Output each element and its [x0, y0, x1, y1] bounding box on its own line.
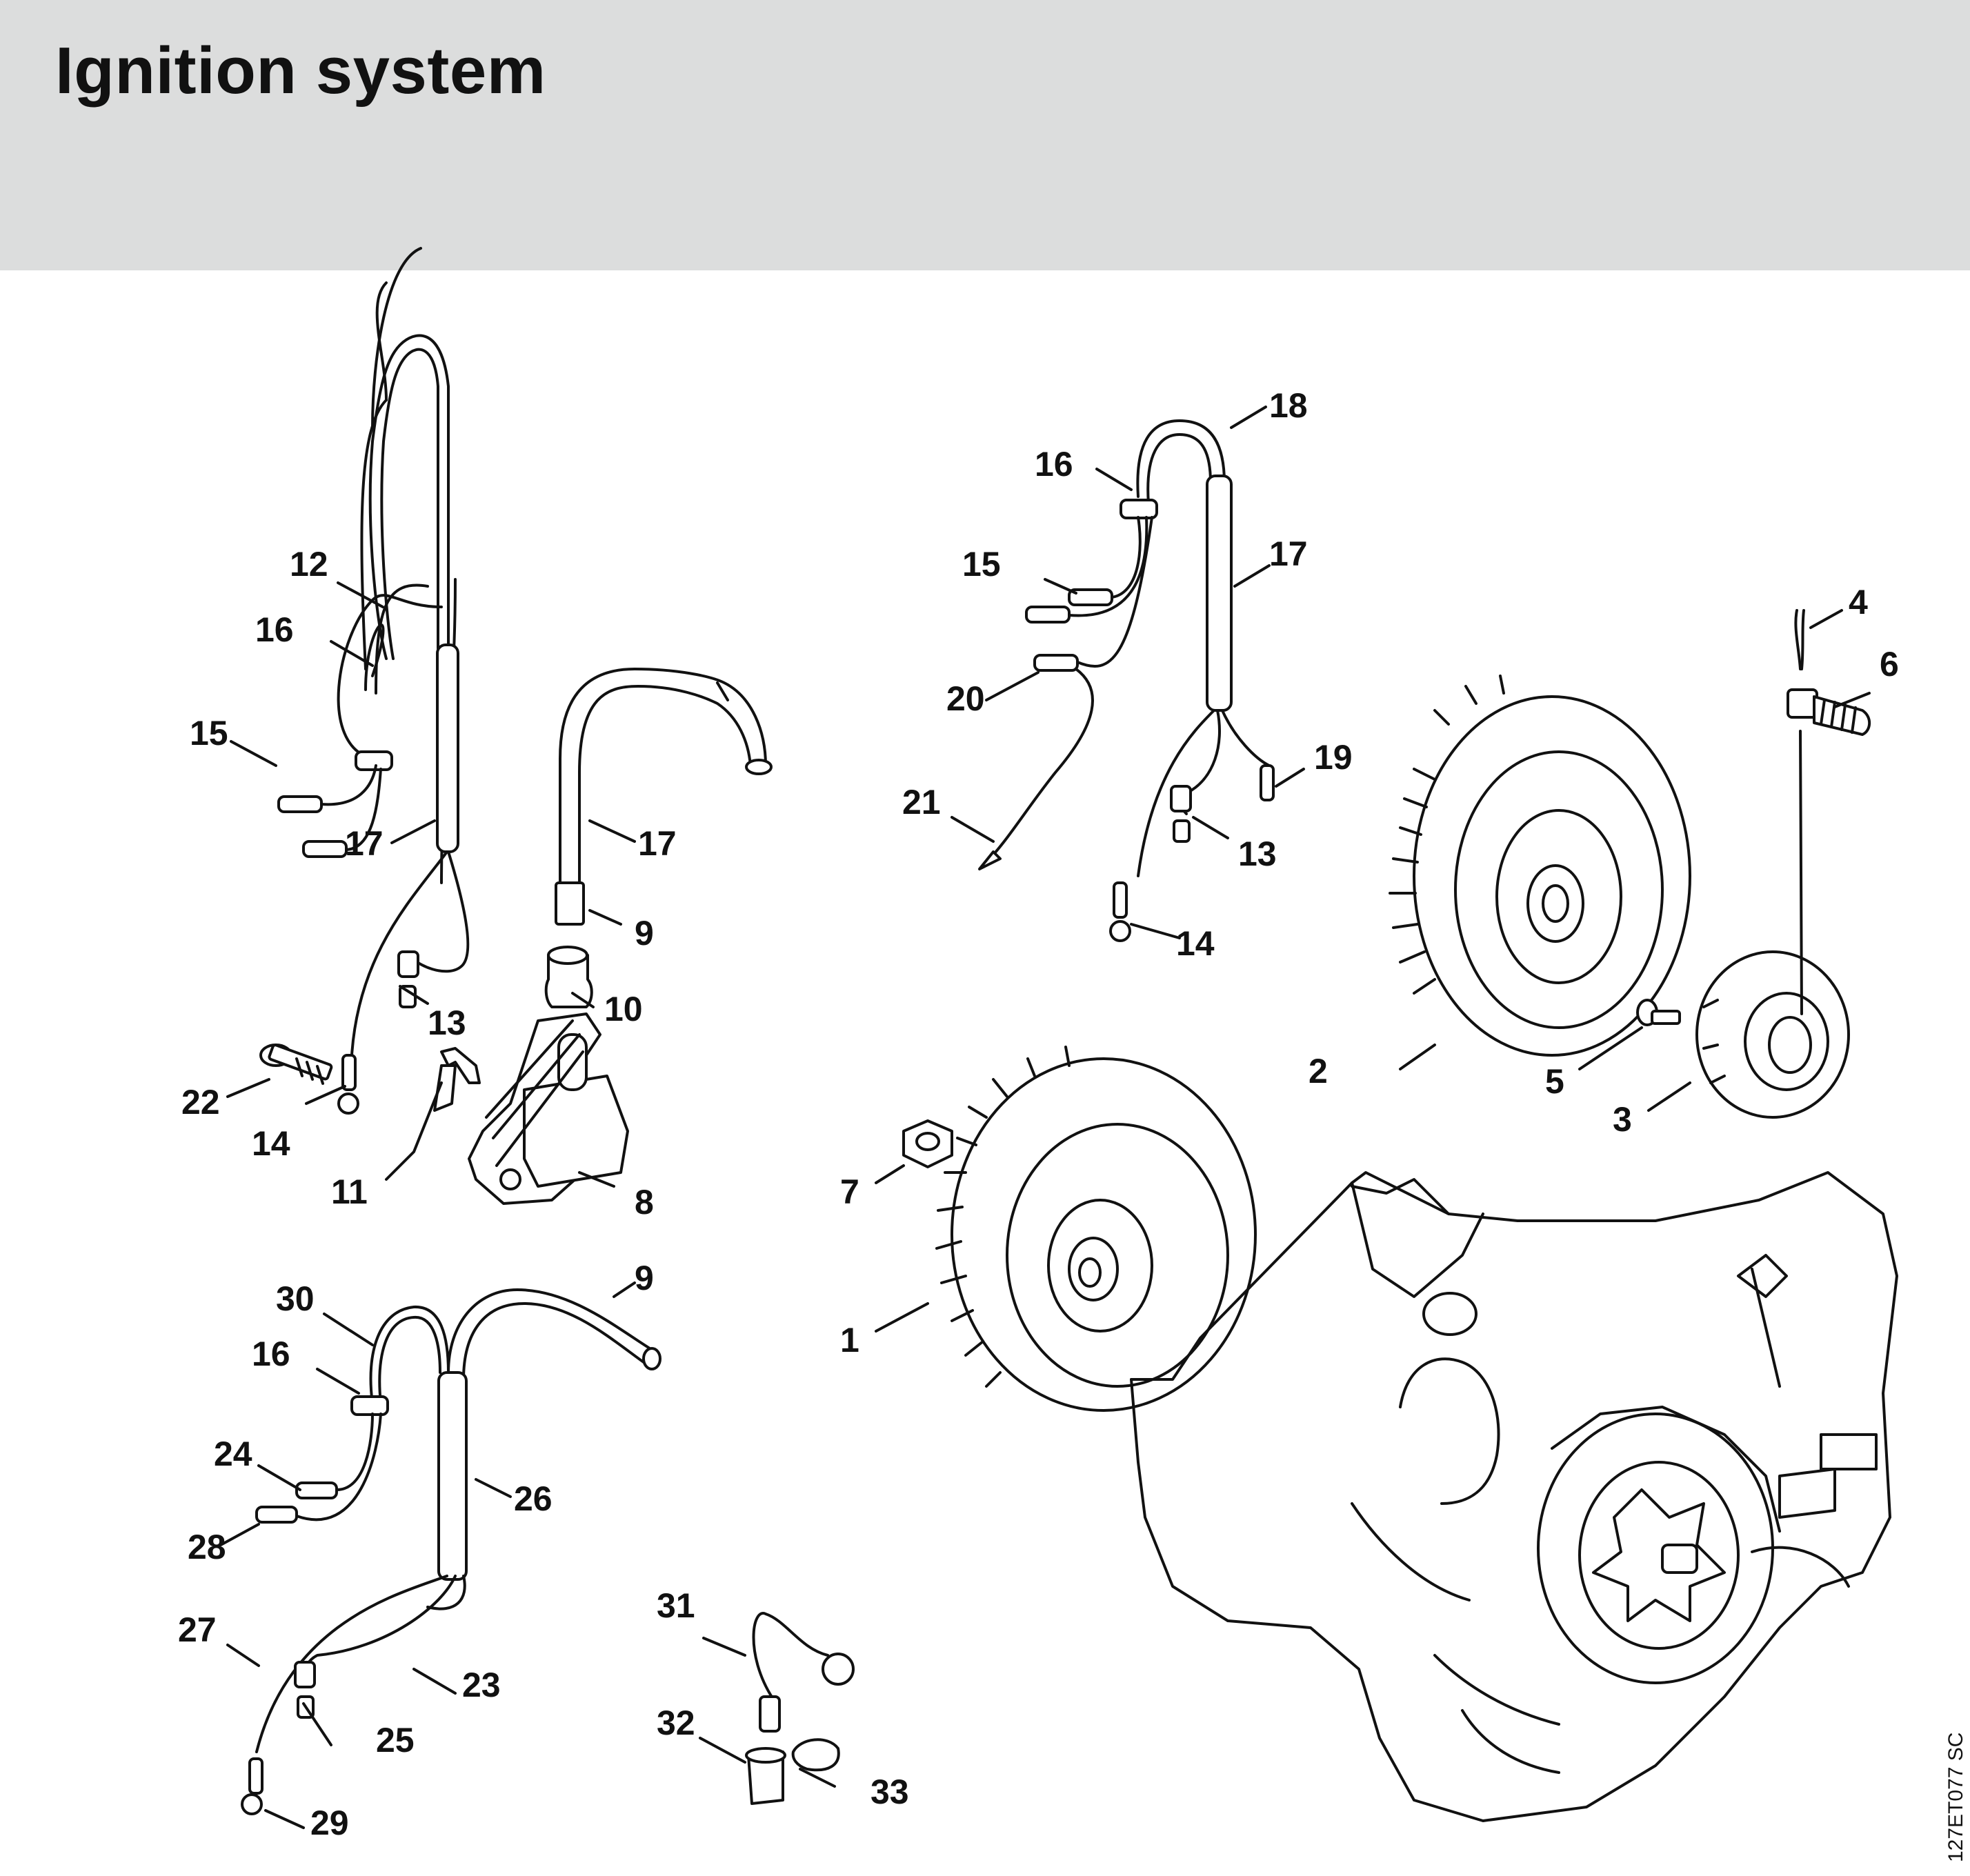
callout-26: 26: [514, 1479, 553, 1518]
callout-17a: 17: [345, 824, 384, 863]
generator-stator-3: [1695, 950, 1850, 1119]
callout-2: 2: [1309, 1052, 1328, 1090]
spark-plug-boot-10: [544, 946, 593, 1008]
callout-27: 27: [178, 1610, 217, 1649]
callout-31: 31: [657, 1586, 695, 1625]
harness-12-drawing: [277, 334, 470, 1115]
callout-16c: 16: [1035, 445, 1073, 483]
flywheel-1: [935, 1046, 1257, 1412]
clip-4: [1794, 609, 1805, 670]
callout-14b: 14: [1176, 924, 1215, 963]
callout-labels: 12 16 15 17 13 14 22 11 8 10 9 17 30 16 …: [178, 386, 1899, 1842]
page-title: Ignition system: [55, 34, 546, 108]
spring-6: [1787, 688, 1871, 1015]
callout-3: 3: [1613, 1100, 1632, 1139]
callout-13b: 13: [1238, 835, 1277, 873]
callout-32: 32: [657, 1704, 695, 1742]
callout-14a: 14: [252, 1124, 290, 1163]
callout-15b: 15: [962, 545, 1001, 583]
wire-harness-30: [241, 1288, 661, 1815]
callout-4: 4: [1849, 583, 1868, 621]
ignition-lead-17: [555, 668, 773, 926]
sleeve-33: [791, 1738, 840, 1772]
short-circuit-wire-11: [433, 1047, 481, 1112]
callout-19: 19: [1314, 738, 1353, 777]
flywheel-2: [1389, 675, 1691, 1057]
callout-6: 6: [1880, 645, 1899, 683]
crankcase: [1130, 1171, 1898, 1822]
wire-harness-18: [978, 419, 1275, 942]
callout-16b: 16: [252, 1335, 290, 1373]
callout-22: 22: [181, 1083, 220, 1121]
callout-29: 29: [310, 1804, 349, 1842]
callout-16a: 16: [255, 610, 294, 649]
callout-18: 18: [1269, 386, 1308, 425]
callout-10: 10: [604, 990, 643, 1028]
header-band: Ignition system: [0, 0, 1970, 270]
callout-17c: 17: [1269, 535, 1308, 573]
callout-11: 11: [331, 1172, 368, 1211]
ground-lead-31: [752, 1612, 855, 1733]
sleeve-32: [745, 1747, 786, 1805]
callout-23: 23: [462, 1666, 501, 1704]
callout-1: 1: [840, 1321, 859, 1359]
callout-9b: 9: [635, 1259, 654, 1297]
nut-7: [902, 1119, 953, 1168]
callout-15a: 15: [190, 714, 228, 752]
screw-22: [259, 1044, 333, 1085]
callout-25: 25: [376, 1721, 415, 1759]
callout-8: 8: [635, 1183, 654, 1221]
callout-30: 30: [276, 1279, 315, 1318]
callout-7: 7: [840, 1172, 859, 1211]
callout-12: 12: [290, 545, 328, 583]
callout-33: 33: [870, 1773, 909, 1811]
callout-24: 24: [214, 1435, 252, 1473]
leader-lines: [219, 406, 1871, 1829]
callout-28: 28: [188, 1528, 226, 1566]
drawing-reference: 127ET077 SC: [1944, 1733, 1967, 1862]
callout-13a: 13: [428, 1004, 466, 1042]
screw-5: [1636, 999, 1681, 1026]
callout-21: 21: [902, 783, 941, 821]
callout-17b: 17: [638, 824, 677, 863]
callout-9a: 9: [635, 914, 654, 952]
callout-5: 5: [1545, 1062, 1564, 1101]
callout-20: 20: [946, 679, 985, 718]
ignition-module-8: [468, 1012, 629, 1205]
